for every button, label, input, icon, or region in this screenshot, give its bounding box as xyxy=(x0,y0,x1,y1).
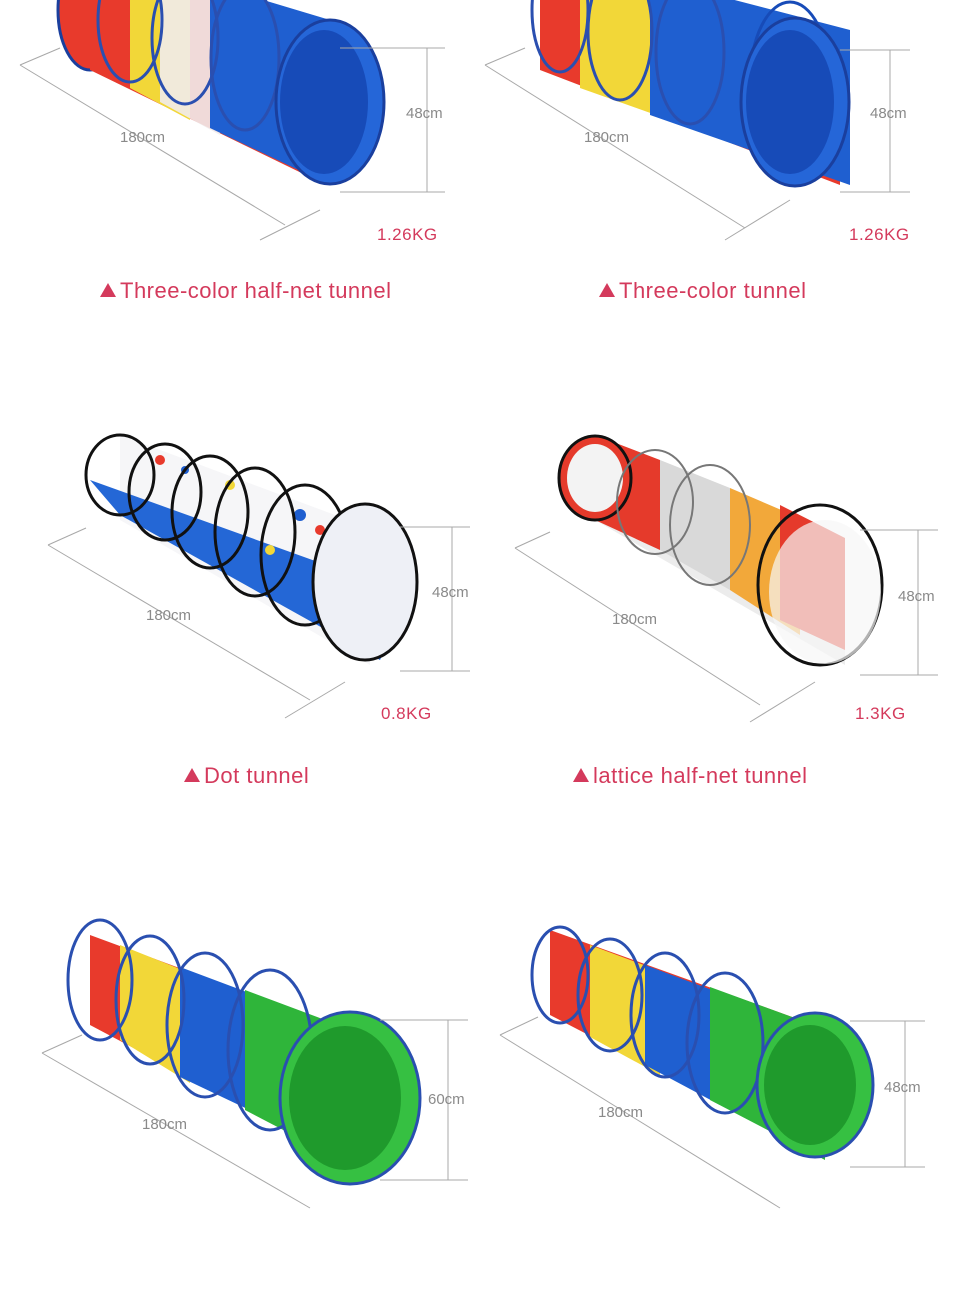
tunnel-illustration: 180cm 48cm xyxy=(484,0,910,241)
tunnel-illustration: 180cm 48cm xyxy=(47,433,470,719)
weight-label: 1.26KG xyxy=(377,225,438,244)
tunnel-body xyxy=(66,918,422,1186)
tunnel-body xyxy=(56,0,386,186)
product-caption: Three-color tunnel xyxy=(599,278,807,304)
height-label: 48cm xyxy=(870,105,907,122)
dimension-lines xyxy=(484,47,910,241)
product-card-lattice-half-net: 180cm 48cm 1.3KG lattice half-net tunnel xyxy=(480,420,960,820)
height-label: 60cm xyxy=(428,1091,465,1108)
triangle-icon xyxy=(184,768,200,782)
tunnel-illustration: 180cm 48cm xyxy=(514,434,938,723)
weight-label: 1.3KG xyxy=(855,704,906,723)
product-caption: lattice half-net tunnel xyxy=(573,763,808,789)
length-label: 180cm xyxy=(598,1104,643,1121)
product-card-rainbow-tunnel-48: 180cm 48cm xyxy=(480,905,960,1305)
length-label: 180cm xyxy=(146,607,191,624)
height-label: 48cm xyxy=(884,1079,921,1096)
product-card-three-color-half-net: 180cm 48cm 1.26KG Three-color half-net t… xyxy=(0,0,480,370)
product-card-three-color: 180cm 48cm 1.26KG Three-color tunnel xyxy=(480,0,960,370)
dimension-lines xyxy=(41,1019,468,1209)
tunnel-body xyxy=(530,925,875,1160)
tunnel-illustration: 180cm 60cm xyxy=(41,918,468,1209)
dimension-lines xyxy=(19,47,445,241)
triangle-icon xyxy=(100,283,116,297)
product-card-rainbow-tunnel-60: 180cm 60cm xyxy=(0,905,480,1305)
height-label: 48cm xyxy=(432,584,469,601)
length-label: 180cm xyxy=(584,129,629,146)
tunnel-illustration: 180cm 48cm xyxy=(499,925,925,1209)
dimension-lines xyxy=(47,526,470,719)
product-caption: Dot tunnel xyxy=(184,763,309,789)
length-label: 180cm xyxy=(142,1116,187,1133)
tunnel-body xyxy=(84,433,419,665)
product-caption: Three-color half-net tunnel xyxy=(100,278,392,304)
weight-label: 1.26KG xyxy=(849,225,910,244)
triangle-icon xyxy=(599,283,615,297)
weight-label: 0.8KG xyxy=(381,704,432,723)
tunnel-body xyxy=(557,434,884,667)
height-label: 48cm xyxy=(898,588,935,605)
product-card-dot-tunnel: 180cm 48cm 0.8KG Dot tunnel xyxy=(0,420,480,820)
triangle-icon xyxy=(573,768,589,782)
length-label: 180cm xyxy=(612,611,657,628)
length-label: 180cm xyxy=(120,129,165,146)
tunnel-illustration: 180cm 48cm xyxy=(19,0,445,241)
height-label: 48cm xyxy=(406,105,443,122)
tunnel-body xyxy=(530,0,851,188)
dimension-lines xyxy=(514,529,938,723)
dimension-lines xyxy=(499,1016,925,1209)
